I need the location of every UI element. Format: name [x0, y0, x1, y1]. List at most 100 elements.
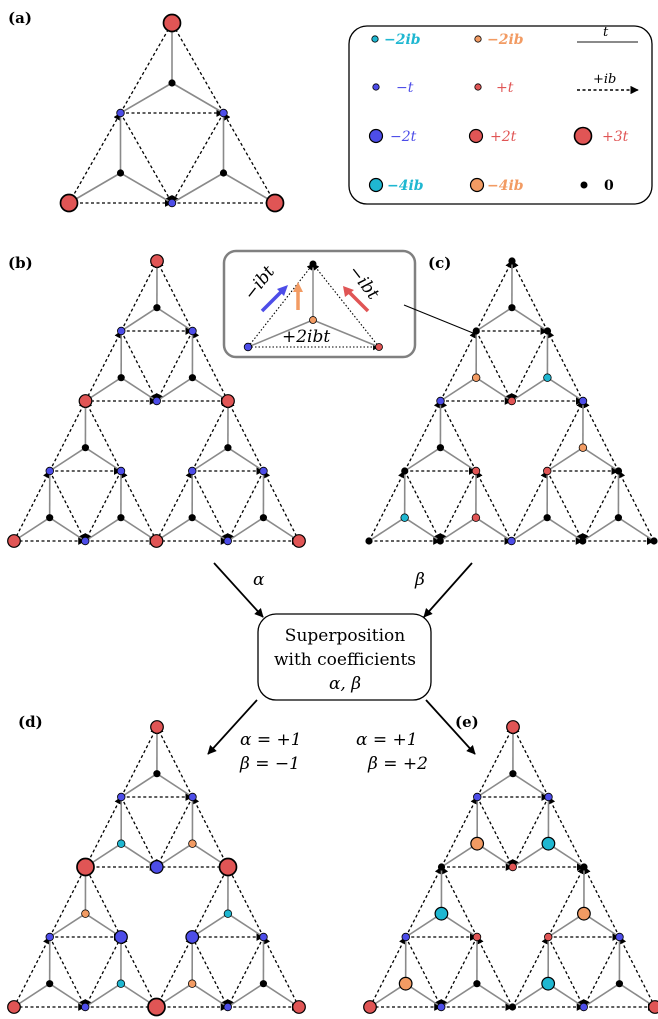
hopping-ib-edge: [171, 112, 225, 204]
hopping-ib-edge: [191, 400, 229, 472]
hopping-t-edge: [84, 516, 122, 542]
hopping-t-edge: [227, 982, 264, 1008]
hopping-t-edge: [546, 446, 584, 472]
lattice-site: [7, 534, 21, 548]
lattice-site: [292, 534, 306, 548]
hopping-t-edge: [405, 912, 442, 938]
lattice-site: [543, 514, 551, 522]
legend-blue-small-marker: [372, 83, 380, 91]
hopping-ib-edge: [617, 470, 655, 542]
hopping-ib-edge: [191, 796, 229, 868]
hopping-ib-edge: [511, 260, 549, 332]
lattice-site: [508, 304, 516, 312]
hopping-ib-edge: [49, 936, 86, 1008]
lattice-site: [81, 909, 90, 918]
hopping-ib-edge: [404, 400, 442, 472]
lattice-site: [434, 906, 449, 921]
hopping-t-edge: [440, 376, 477, 402]
panel-label-b: (b): [8, 254, 33, 272]
hopping-ib-edge: [119, 112, 173, 204]
hopping-ib-edge: [156, 796, 194, 868]
lattice-site: [471, 513, 481, 522]
lattice-site: [81, 1002, 90, 1012]
hopping-t-edge: [547, 842, 585, 868]
legend-cyan-big-label: −4ib: [387, 178, 424, 194]
hopping-ib-edge: [119, 22, 173, 114]
hopping-ib-edge: [439, 470, 477, 542]
alpha-label: α: [253, 570, 265, 590]
lattice-site: [648, 1000, 658, 1014]
hopping-ib-edge: [546, 470, 584, 542]
hopping-ib-edge: [262, 936, 300, 1008]
hopping-ib-edge: [171, 22, 225, 114]
legend-red-huge-marker: [573, 126, 593, 146]
hopping-t-edge: [84, 912, 122, 938]
superposition-line1: Superposition: [285, 626, 405, 646]
lattice-site: [153, 304, 161, 312]
lattice-site: [117, 326, 126, 336]
hopping-ib-edge: [510, 470, 548, 542]
hopping-t-edge: [512, 982, 549, 1008]
hopping-t-edge: [511, 516, 548, 542]
hopping-t-edge: [439, 446, 477, 472]
lattice-site: [116, 169, 125, 177]
hopping-t-edge: [13, 516, 51, 542]
lattice-site: [117, 514, 125, 522]
hopping-t-edge: [439, 516, 477, 542]
hopping-t-edge: [475, 306, 513, 332]
hopping-ib-edge: [227, 400, 265, 472]
hopping-ib-edge: [84, 400, 122, 472]
lattice-site: [221, 394, 235, 408]
legend-red-huge-label: +3t: [602, 129, 629, 145]
lattice-site: [76, 857, 95, 877]
hopping-t-edge: [582, 446, 619, 472]
lattice-site: [437, 1002, 446, 1012]
hopping-ib-edge: [84, 936, 122, 1008]
hopping-ib-edge: [547, 936, 585, 1008]
lattice-site: [152, 396, 161, 406]
lattice-site: [401, 467, 409, 475]
hopping-ib-edge: [511, 330, 549, 402]
legend-blue-big-marker: [368, 128, 384, 144]
legend-red-big-label: +2t: [490, 129, 517, 145]
hopping-ib-edge: [222, 112, 276, 204]
lattice-site: [473, 980, 481, 988]
hopping-ib-edge: [120, 726, 158, 798]
lattice-site: [541, 836, 556, 851]
lattice-site: [45, 932, 54, 942]
lattice-site: [219, 108, 228, 118]
hopping-t-edge: [227, 446, 264, 472]
hopping-ib-edge: [475, 470, 513, 542]
hopping-t-edge: [13, 982, 51, 1008]
arrow-to-d: [207, 699, 258, 755]
hopping-t-edge: [582, 516, 619, 542]
legend-cyan-small-label: −2ib: [384, 32, 421, 48]
hopping-t-edge: [511, 306, 548, 332]
inset-pointer-line: [403, 304, 474, 334]
hopping-t-edge: [512, 772, 549, 798]
lattice-site: [116, 466, 126, 476]
lattice-site: [46, 514, 54, 522]
lattice-site: [507, 396, 516, 406]
hopping-ib-edge: [583, 936, 621, 1008]
hopping-ib-edge: [583, 866, 621, 938]
hopping-ib-edge: [439, 330, 477, 402]
lattice-site: [259, 466, 268, 476]
hopping-ib-edge: [155, 936, 193, 1008]
hopping-t-edge: [156, 772, 193, 798]
lattice-site: [614, 514, 623, 522]
legend-box: −2ib −2ib t −t +t +ib −2t +2t +3t −4ib −…: [348, 25, 653, 205]
hopping-t-edge: [191, 446, 229, 472]
panel-label-e: (e): [455, 713, 479, 731]
hopping-ib-edge: [156, 330, 194, 402]
lattice-site: [509, 770, 517, 778]
hopping-t-edge: [120, 306, 158, 332]
inset-bottom-label: +2ibt: [282, 327, 330, 347]
hopping-t-edge: [120, 82, 173, 114]
lattice-site: [149, 860, 164, 874]
hopping-ib-edge: [191, 936, 229, 1008]
hopping-t-edge: [156, 842, 193, 868]
hopping-t-edge: [476, 772, 514, 798]
hopping-t-edge: [369, 982, 407, 1008]
hopping-t-edge: [191, 376, 229, 402]
